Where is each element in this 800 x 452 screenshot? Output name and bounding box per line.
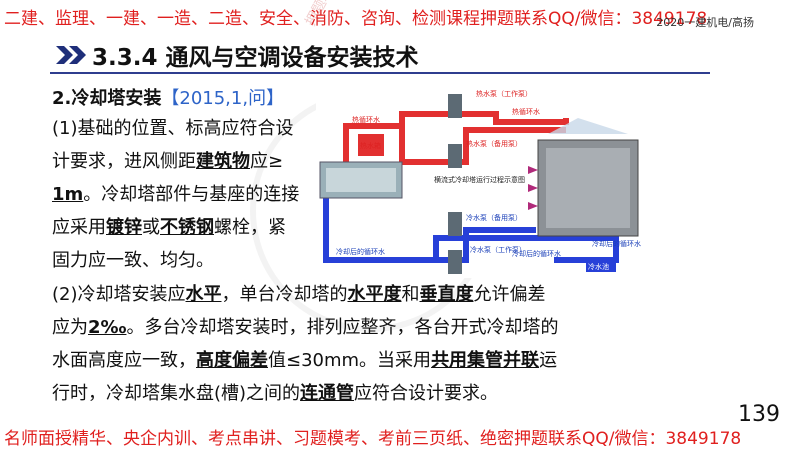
- top-promo-banner: 二建、监理、一建、一造、二造、安全、消防、咨询、检测课程押题联系QQ/微信：38…: [4, 9, 708, 29]
- diagram-caption: 横流式冷却塔运行过程示意图: [434, 175, 525, 184]
- label-pump-standby-top: 热水泵（备用泵）: [466, 139, 522, 148]
- key-term: 1m: [52, 184, 84, 205]
- text-span: 。多台冷却塔安装时，排列应整齐，各台开式冷却塔的: [126, 317, 559, 338]
- text-span: 应采用: [52, 217, 106, 238]
- key-term: 水平: [185, 284, 222, 305]
- bottom-promo-banner: 名师面授精华、央企内训、考点串讲、习题模考、考前三页纸、绝密押题联系QQ/微信：…: [4, 429, 742, 448]
- label-cold-return: 冷却后的循环水: [592, 239, 641, 248]
- text-span: 行时，冷却塔集水盘(槽)之间的: [52, 383, 301, 404]
- key-term: 2‰: [88, 317, 127, 338]
- label-hot-loop-right: 热循环水: [512, 107, 540, 116]
- text-span: (2)冷却塔安装应: [52, 284, 186, 305]
- key-term: 建筑物: [196, 151, 250, 172]
- course-note: 2020一建机电/高扬: [656, 16, 754, 29]
- title-divider: [50, 72, 710, 74]
- text-line: 固力应一致、均匀。: [52, 244, 214, 277]
- text-line: (1)基础的位置、标高应符合设: [52, 112, 294, 145]
- text-line: 应采用镀锌或不锈钢螺栓，紧: [52, 211, 286, 244]
- key-term: 共用集管并联: [431, 350, 540, 371]
- label-pump-working-bottom: 冷水泵（工作泵）: [470, 245, 526, 254]
- text-span: 应≥: [250, 151, 284, 172]
- text-span: ，单台冷却塔的: [221, 284, 348, 305]
- text-span: 允许偏差: [473, 284, 546, 305]
- text-span: 值≤30mm。当采用: [268, 350, 432, 371]
- text-span: 螺栓，紧: [214, 217, 286, 238]
- text-line: 计要求，进风侧距建筑物应≥: [52, 145, 283, 178]
- text-span: 或: [142, 217, 160, 238]
- key-term: 高度偏差: [196, 350, 268, 371]
- label-hot-tank: 热水箱: [360, 141, 381, 150]
- key-term: 连通管: [300, 383, 355, 404]
- page-number: 139: [738, 402, 780, 427]
- text-span: 计要求，进风侧距: [52, 151, 196, 172]
- label-cold-loop: 冷却后的循环水: [336, 247, 385, 256]
- label-hot-loop: 热循环水: [352, 115, 380, 124]
- subheading-label: 2.冷却塔安装: [52, 88, 162, 109]
- text-span: 固力应一致、均匀。: [52, 250, 214, 271]
- label-pump-working-top: 热水泵（工作泵）: [476, 89, 532, 98]
- label-pump-standby-bottom: 冷水泵（备用泵）: [466, 213, 522, 222]
- text-line: (2)冷却塔安装应水平，单台冷却塔的水平度和垂直度允许偏差: [52, 278, 546, 311]
- cooling-tower-diagram: 热循环水 热水泵（工作泵） 热水泵（备用泵） 热循环水 热水箱 横流式冷却塔运行…: [316, 74, 656, 278]
- key-term: 不锈钢: [160, 217, 214, 238]
- double-chevron-icon: [56, 46, 86, 64]
- text-span: 运: [539, 350, 558, 371]
- key-term: 镀锌: [106, 217, 142, 238]
- section-title: 3.3.4 通风与空调设备安装技术: [92, 45, 419, 71]
- exam-tag: 【2015,1,问】: [161, 88, 285, 109]
- label-cold-pool: 冷水池: [588, 262, 609, 271]
- text-span: 应为: [52, 317, 88, 338]
- text-line: 水面高度应一致，高度偏差值≤30mm。当采用共用集管并联运: [52, 344, 557, 377]
- key-term: 水平度: [347, 284, 402, 305]
- text-span: 应符合设计要求。: [354, 383, 499, 404]
- text-span: 和: [401, 284, 420, 305]
- text-span: (1)基础的位置、标高应符合设: [52, 118, 294, 139]
- text-line: 应为2‰。多台冷却塔安装时，排列应整齐，各台开式冷却塔的: [52, 311, 558, 344]
- label-cooled-loop: 冷却后的循环水: [512, 249, 561, 258]
- subheading: 2.冷却塔安装【2015,1,问】: [52, 84, 284, 110]
- text-span: 水面高度应一致，: [52, 350, 196, 371]
- text-line: 行时，冷却塔集水盘(槽)之间的连通管应符合设计要求。: [52, 377, 498, 410]
- text-line: 1m。冷却塔部件与基座的连接: [52, 178, 299, 211]
- text-span: 。冷却塔部件与基座的连接: [83, 184, 300, 205]
- key-term: 垂直度: [419, 284, 474, 305]
